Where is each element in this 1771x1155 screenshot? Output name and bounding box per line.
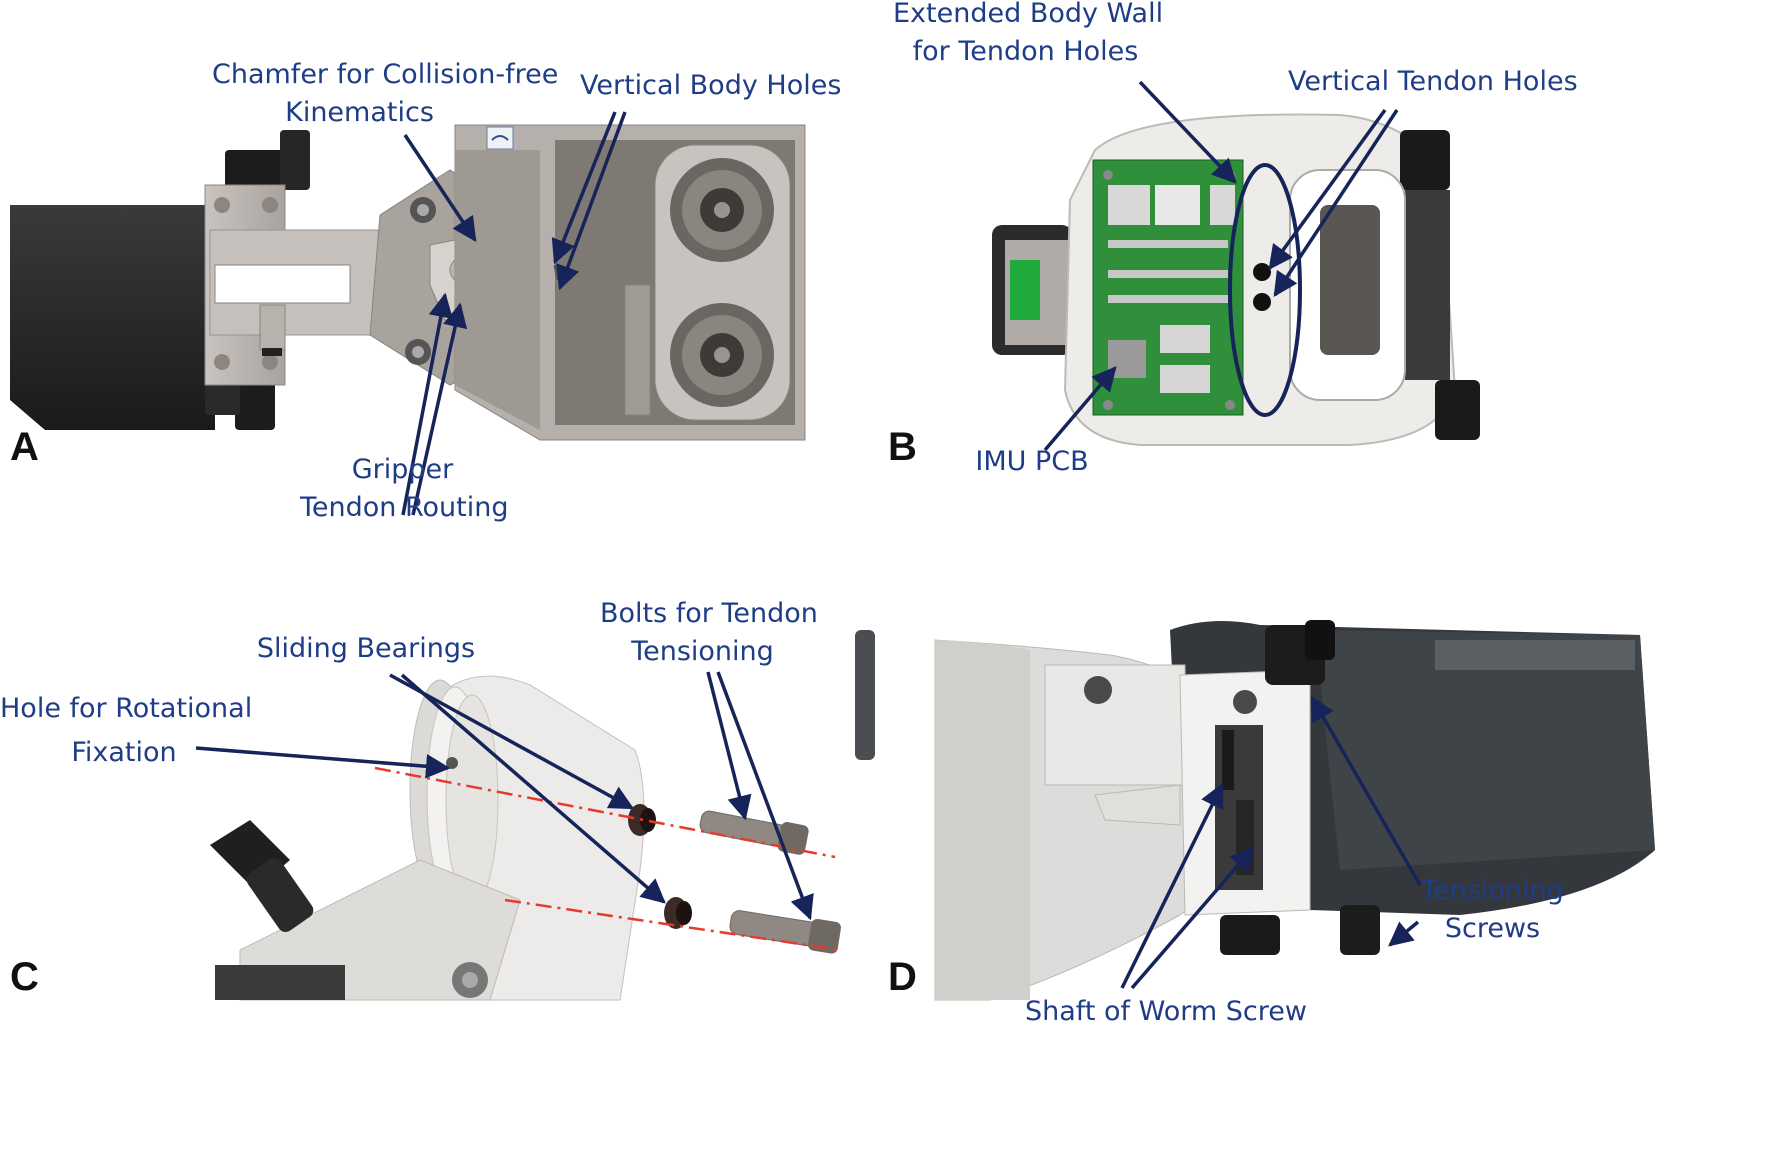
arrow-vertical-tendon-holes-1	[1268, 108, 1387, 270]
callout-vertical-body-holes-line1: Vertical Body Holes	[580, 70, 842, 101]
callout-shaft-worm-line1: Shaft of Worm Screw	[1025, 996, 1307, 1027]
arrow-vertical-body-holes-1	[551, 111, 617, 265]
arrow-shaft-worm-1	[1120, 782, 1224, 989]
arrow-imu-pcb	[1043, 366, 1117, 452]
panel-a: A	[0, 0, 900, 540]
arrow-hole-rotational	[195, 746, 451, 779]
arrow-extended-body-wall	[1138, 80, 1237, 184]
arrow-bolts-2	[716, 671, 814, 921]
arrow-vertical-body-holes-2	[556, 111, 627, 291]
callout-chamfer-line1: Chamfer for Collision-free	[212, 59, 559, 90]
arrow-vertical-tendon-holes-2	[1273, 109, 1399, 298]
callout-vertical-body-holes: Vertical Body Holes	[580, 67, 842, 105]
panel-d-letter: D	[888, 955, 917, 999]
panel-d-render	[855, 620, 1655, 1001]
panel-c-letter: C	[10, 955, 39, 999]
panel-b-letter: B	[888, 425, 917, 469]
panel-b: B	[880, 0, 1771, 540]
callout-tensioning-screws-line2: Screws	[1444, 913, 1541, 944]
panel-b-render	[992, 113, 1480, 446]
motor-block	[10, 205, 215, 430]
arrow-gripper-tendon-2	[411, 302, 468, 516]
callout-tensioning-screws: Tensioning Screws	[1415, 872, 1570, 948]
callout-sliding-bearings-line1: Sliding Bearings	[256, 633, 476, 664]
panel-c: C	[0, 570, 900, 1155]
callout-hole-rotational: Hole for Rotational Fixation	[0, 690, 253, 772]
callout-hole-rotational-line2: Fixation	[71, 737, 177, 768]
arrow-tensioning-screws-2	[1388, 920, 1420, 947]
callout-sliding-bearings: Sliding Bearings	[255, 630, 477, 668]
arrow-bolts-1	[706, 671, 752, 821]
callout-bolts: Bolts for Tendon Tensioning	[600, 595, 818, 671]
panel-a-render	[10, 124, 806, 441]
callout-chamfer-line2: Kinematics	[285, 97, 434, 128]
callout-tensioning-screws-line1: Tensioning	[1421, 875, 1564, 906]
callout-hole-rotational-line1: Hole for Rotational	[0, 693, 253, 724]
callout-vertical-tendon-holes-line1: Vertical Tendon Holes	[1288, 66, 1578, 97]
arrow-gripper-tendon-1	[401, 292, 453, 516]
callout-gripper-tendon-line2: Tendon Routing	[300, 492, 509, 523]
callout-vertical-tendon-holes: Vertical Tendon Holes	[1288, 63, 1578, 101]
arrow-sliding-bearings-1	[389, 673, 635, 810]
arrow-chamfer	[403, 134, 477, 243]
callout-gripper-tendon-line1: Gripper	[351, 454, 454, 485]
arrow-tensioning-screws-1	[1310, 695, 1422, 886]
arrow-sliding-bearings-2	[400, 673, 666, 904]
callout-gripper-tendon: Gripper Tendon Routing	[300, 451, 509, 527]
callout-extended-body-wall-line2: for Tendon Holes	[912, 36, 1139, 67]
callout-extended-body-wall: Extended Body Wall for Tendon Holes	[893, 0, 1164, 71]
callout-shaft-worm: Shaft of Worm Screw	[1025, 993, 1307, 1031]
arrow-shaft-worm-2	[1130, 846, 1255, 990]
callout-extended-body-wall-line1: Extended Body Wall	[893, 0, 1164, 29]
callout-imu-pcb-line1: IMU PCB	[975, 446, 1089, 477]
panel-c-render	[210, 675, 841, 1001]
callout-imu-pcb: IMU PCB	[972, 443, 1092, 481]
panel-a-letter: A	[10, 425, 39, 469]
panel-d: D	[855, 570, 1771, 1155]
callout-bolts-line1: Bolts for Tendon	[600, 598, 818, 629]
callout-chamfer: Chamfer for Collision-free Kinematics	[212, 56, 559, 132]
callout-bolts-line2: Tensioning	[631, 636, 774, 667]
